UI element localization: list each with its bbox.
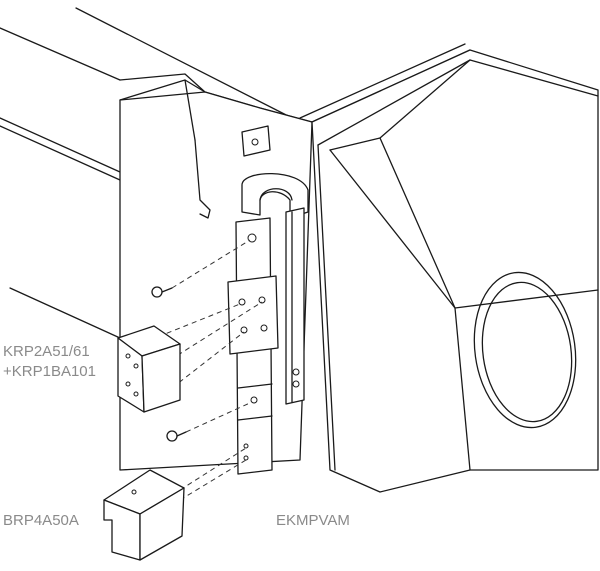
assembly-guide-lines <box>149 239 263 501</box>
label-brp-device: BRP4A50A <box>3 512 79 529</box>
unit-side-panel <box>119 79 313 471</box>
screw-lower <box>166 430 187 442</box>
label-krp-line2: +KRP1BA101 <box>3 363 96 380</box>
device-box-krp <box>117 325 181 413</box>
label-krp-device: KRP2A51/61 +KRP1BA101 <box>3 342 96 382</box>
mounting-plate <box>227 217 279 475</box>
device-box-brp <box>103 469 185 561</box>
equipment-box-ekmpvam <box>311 49 599 493</box>
mounting-rail <box>285 207 305 405</box>
label-ekmpvam: EKMPVAM <box>276 512 350 529</box>
screw-upper <box>151 286 173 298</box>
label-krp-line1: KRP2A51/61 <box>3 343 90 360</box>
